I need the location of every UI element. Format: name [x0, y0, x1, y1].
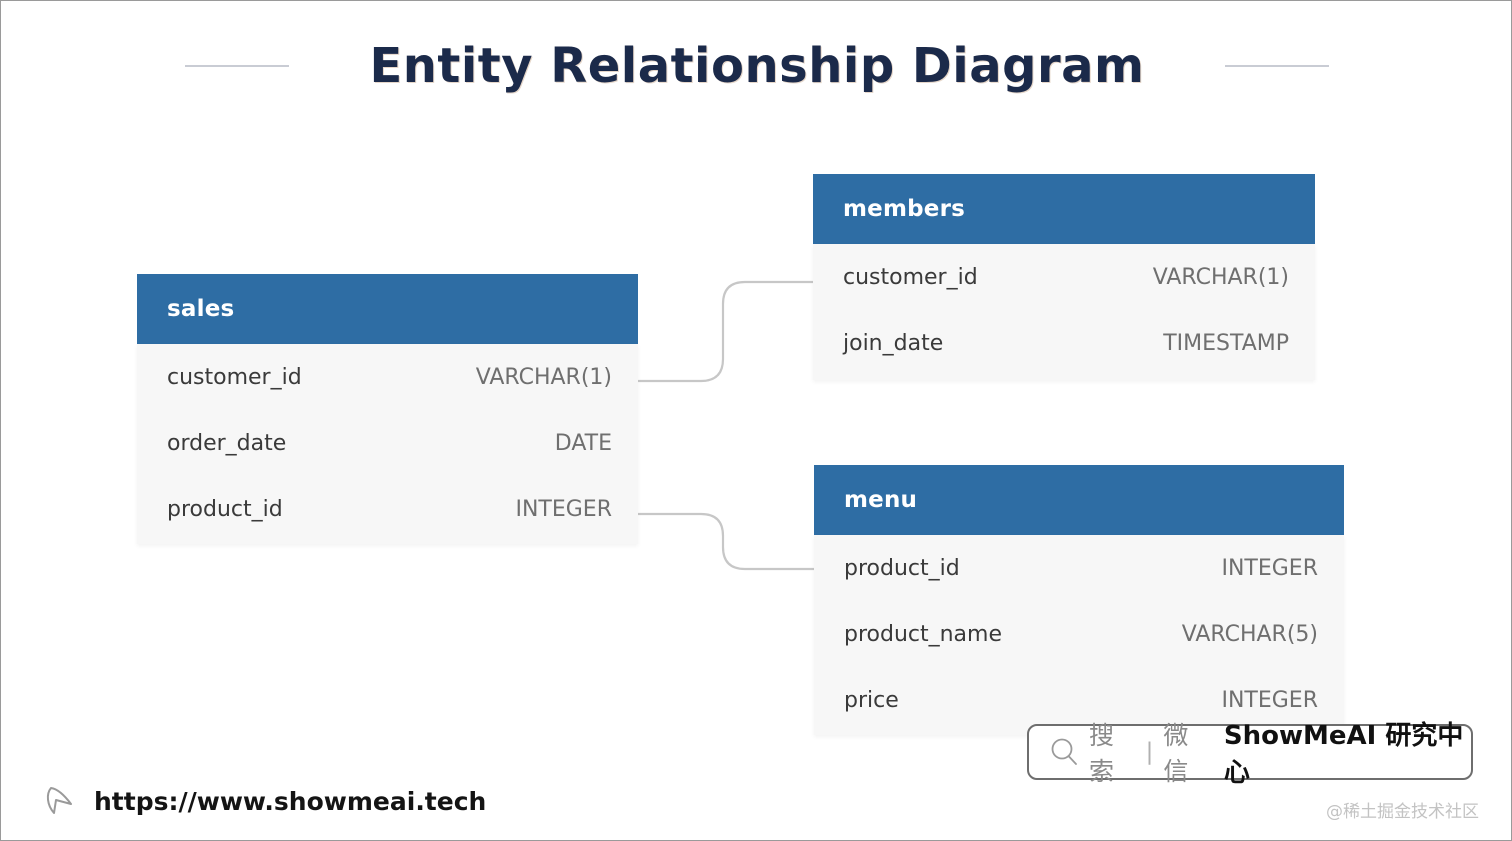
watermark-badge: 搜索 | 微信 ShowMeAI 研究中心 — [1027, 721, 1473, 788]
search-icon — [1047, 735, 1081, 769]
column-type: INTEGER — [1221, 687, 1318, 713]
table-row: product_id INTEGER — [167, 476, 612, 542]
cursor-arrow-icon — [43, 783, 83, 825]
title-rule-left — [185, 65, 290, 67]
column-name: customer_id — [167, 364, 302, 390]
entity-body-sales: customer_id VARCHAR(1) order_date DATE p… — [137, 344, 638, 544]
table-row: product_name VARCHAR(5) — [844, 601, 1318, 667]
entity-title-sales: sales — [167, 296, 235, 322]
table-row: order_date DATE — [167, 410, 612, 476]
table-row: price INTEGER — [844, 667, 1318, 733]
entity-table-members[interactable]: members customer_id VARCHAR(1) join_date… — [813, 174, 1315, 380]
column-name: product_name — [844, 621, 1003, 647]
entity-body-members: customer_id VARCHAR(1) join_date TIMESTA… — [813, 244, 1315, 380]
watermark-brand: ShowMeAI 研究中心 — [1223, 721, 1464, 788]
entity-table-menu[interactable]: menu product_id INTEGER product_name VAR… — [814, 465, 1344, 735]
entity-table-sales[interactable]: sales customer_id VARCHAR(1) order_date … — [137, 274, 638, 544]
entity-header-members: members — [813, 174, 1315, 244]
entity-header-menu: menu — [814, 465, 1344, 535]
table-row: customer_id VARCHAR(1) — [843, 244, 1289, 310]
entity-header-sales: sales — [137, 274, 638, 344]
entity-title-menu: menu — [844, 487, 918, 513]
column-type: TIMESTAMP — [1163, 330, 1289, 356]
title-rule-right — [1224, 65, 1329, 67]
column-type: VARCHAR(1) — [1152, 264, 1289, 290]
column-name: product_id — [167, 496, 283, 522]
connector-sales-customer-to-members — [636, 280, 815, 383]
column-name: join_date — [843, 330, 944, 356]
title-block: Entity Relationship Diagram — [1, 31, 1511, 101]
footer-url[interactable]: https://www.showmeai.tech — [94, 787, 487, 816]
watermark-search-label: 搜索 — [1089, 721, 1115, 786]
footer-credit: @稀土掘金技术社区 — [1326, 802, 1479, 822]
entity-title-members: members — [843, 196, 966, 222]
table-row: join_date TIMESTAMP — [843, 310, 1289, 376]
column-type: VARCHAR(5) — [1181, 621, 1318, 647]
table-row: product_id INTEGER — [844, 535, 1318, 601]
column-type: INTEGER — [1221, 555, 1318, 581]
column-type: INTEGER — [515, 496, 612, 522]
column-name: customer_id — [843, 264, 978, 290]
watermark-divider: | — [1145, 739, 1154, 765]
page-title: Entity Relationship Diagram — [369, 38, 1145, 94]
column-name: price — [844, 687, 899, 713]
column-name: order_date — [167, 430, 287, 456]
table-row: customer_id VARCHAR(1) — [167, 344, 612, 410]
watermark-channel-label: 微信 — [1163, 721, 1189, 786]
connector-sales-product-to-menu — [636, 512, 816, 571]
column-type: DATE — [554, 430, 612, 456]
column-name: product_id — [844, 555, 960, 581]
column-type: VARCHAR(1) — [475, 364, 612, 390]
entity-body-menu: product_id INTEGER product_name VARCHAR(… — [814, 535, 1344, 735]
